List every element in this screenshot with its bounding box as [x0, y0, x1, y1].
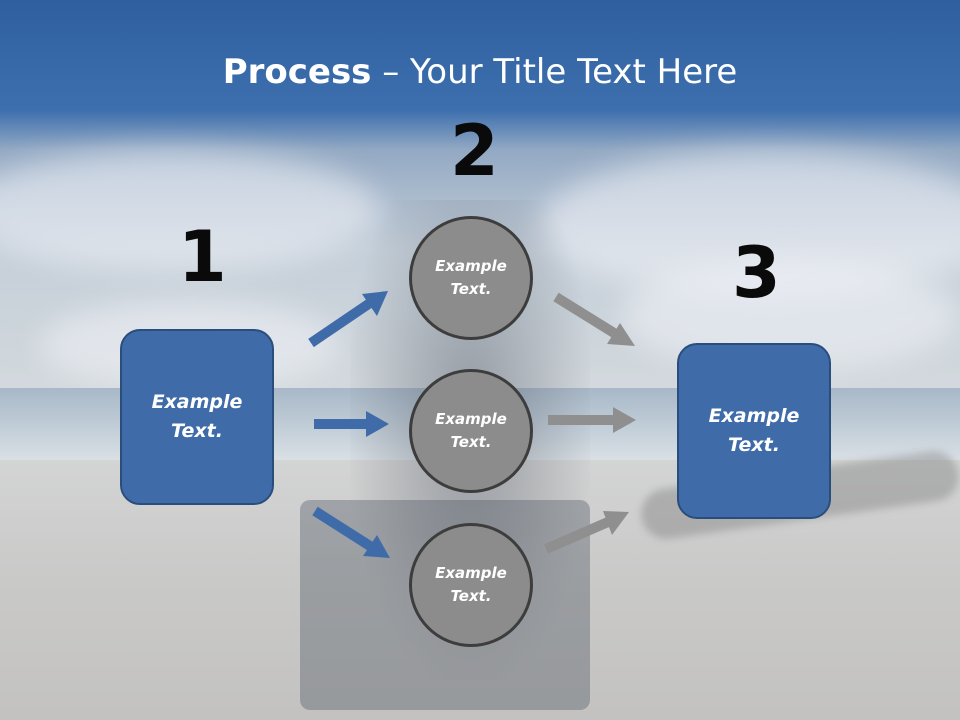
step-number-1: 1 [178, 216, 227, 298]
title-rest: – Your Title Text Here [371, 52, 738, 92]
box-right-line1: Example [708, 405, 800, 427]
arrow-middle-to-right [548, 407, 636, 433]
box-left-line1: Example [151, 391, 243, 413]
circle-middle-line2: Text. [450, 433, 492, 451]
cloud [0, 150, 380, 270]
arrow-top-to-right [553, 292, 635, 346]
step-circle-bottom: Example Text. [409, 523, 533, 647]
step-circle-middle: Example Text. [409, 369, 533, 493]
circle-top-line2: Text. [450, 280, 492, 298]
step-number-3: 3 [732, 232, 781, 314]
circle-bottom-line2: Text. [450, 587, 492, 605]
step-box-right-text: Example Text. [709, 402, 800, 460]
step-circle-top: Example Text. [409, 216, 533, 340]
arrow-left-to-middle [314, 411, 389, 437]
box-left-line2: Text. [171, 420, 223, 442]
title-bold: Process [222, 52, 372, 92]
step-box-left-text: Example Text. [152, 388, 243, 446]
step-number-2: 2 [450, 110, 499, 192]
arrow-bottom-to-right [544, 511, 629, 554]
circle-bottom-line1: Example [435, 564, 507, 582]
arrow-left-to-top [308, 291, 388, 348]
circle-middle-line1: Example [435, 410, 507, 428]
step-box-left: Example Text. [120, 329, 274, 505]
box-right-line2: Text. [728, 434, 780, 456]
step-box-right: Example Text. [677, 343, 831, 519]
arrow-left-to-bottom [312, 506, 390, 558]
slide-title: Process – Your Title Text Here [0, 52, 960, 92]
circle-top-line1: Example [435, 257, 507, 275]
